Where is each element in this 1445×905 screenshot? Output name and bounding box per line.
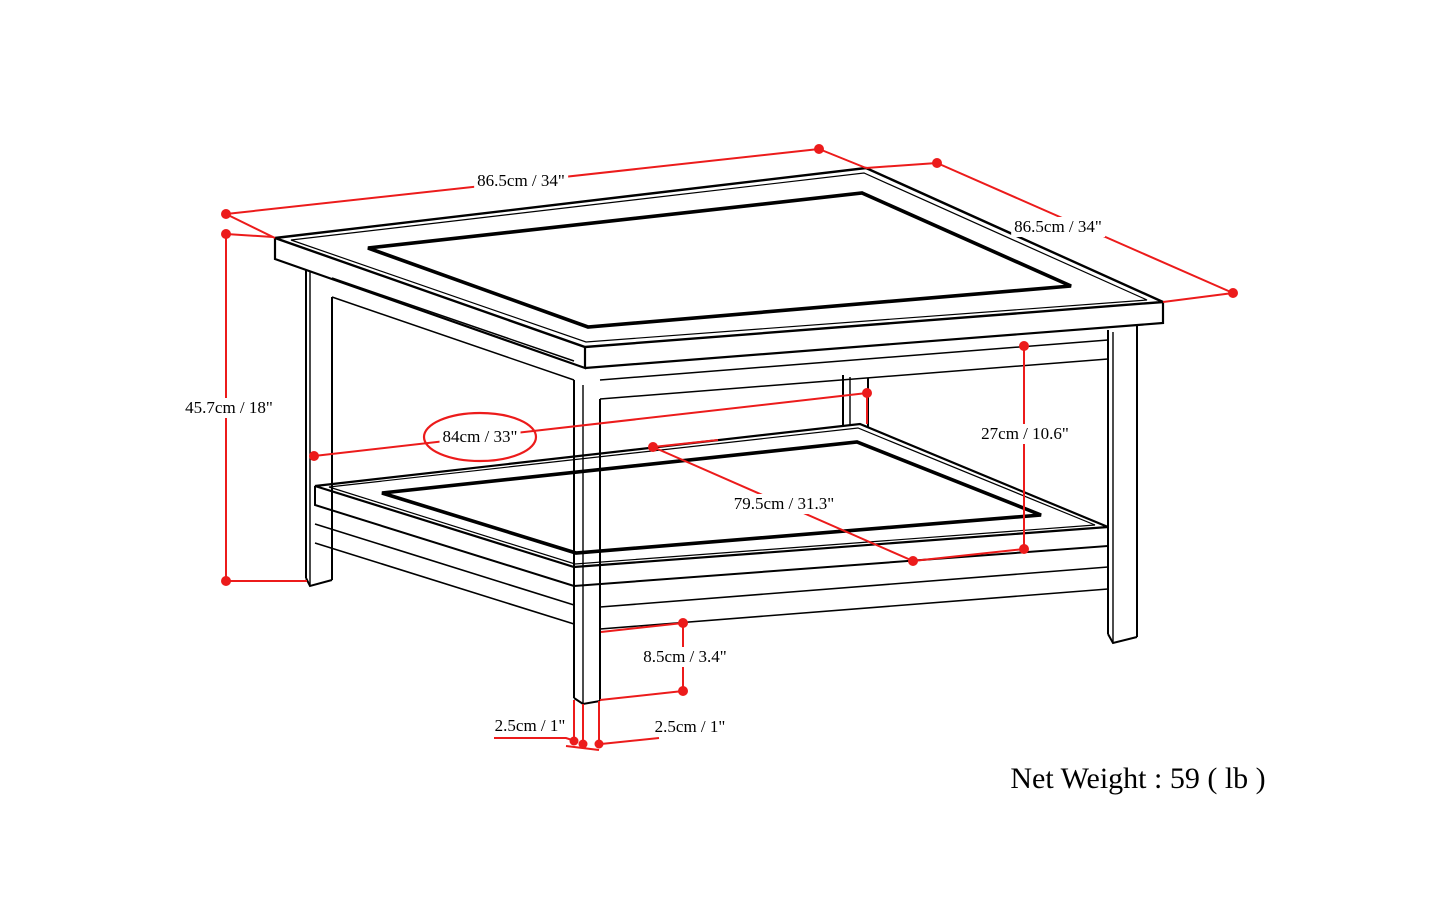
dim-label-top-depth: 86.5cm / 34" bbox=[1011, 217, 1105, 237]
dim-label-shelf-width: 84cm / 33" bbox=[439, 427, 521, 447]
dim-line-shelf-width bbox=[313, 392, 868, 457]
leader-leg-right bbox=[600, 737, 660, 745]
dim-label-leg-face-left: 2.5cm / 1" bbox=[494, 716, 566, 735]
dim-label-shelf-depth: 79.5cm / 31.3" bbox=[730, 494, 838, 514]
dim-label-top-width: 86.5cm / 34" bbox=[474, 171, 568, 191]
left-leg bbox=[305, 270, 333, 588]
dim-label-floor-clearance: 8.5cm / 3.4" bbox=[640, 647, 730, 667]
dim-label-overall-height: 45.7cm / 18" bbox=[182, 398, 276, 418]
dimension-dots bbox=[221, 144, 1238, 749]
net-weight-text: Net Weight : 59 ( lb ) bbox=[1010, 762, 1266, 795]
dim-label-shelf-clearance: 27cm / 10.6" bbox=[978, 424, 1072, 444]
right-leg bbox=[1107, 325, 1138, 645]
dim-label-leg-face-right: 2.5cm / 1" bbox=[654, 717, 726, 736]
